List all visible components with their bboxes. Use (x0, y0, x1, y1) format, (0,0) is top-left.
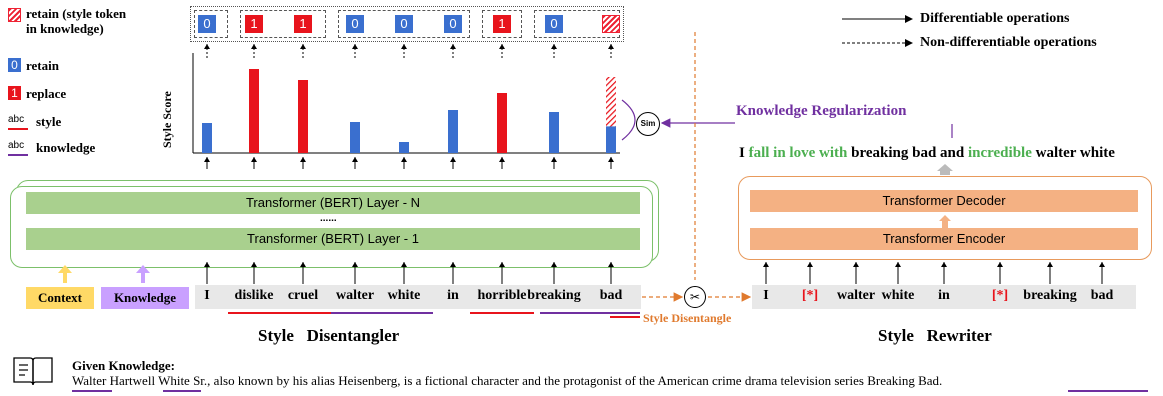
disentangler-token-bar (195, 285, 641, 309)
knowledge-input: Knowledge (101, 287, 189, 309)
legend-knowledge: knowledge (36, 140, 96, 155)
bar-in (448, 110, 458, 153)
style-disentangle-label: Style Disentangle (643, 311, 732, 325)
book-icon (13, 357, 53, 386)
bar-dislike (249, 69, 259, 153)
retain-knowledge-swatch (8, 8, 21, 22)
legend-retain: retain (26, 58, 59, 73)
mask-group-1 (194, 10, 228, 38)
mask-cell: 0 (346, 15, 364, 33)
knowledge-underline-walter-white (331, 312, 433, 314)
style-underline-sample (8, 128, 28, 130)
transformer-decoder: Transformer Decoder (750, 190, 1138, 212)
knowledge-regularization-label: Knowledge Regularization (736, 103, 907, 119)
knowledge-underline-white (163, 390, 201, 392)
rewriter-token: [*] (801, 288, 819, 303)
bert-layer-1: Transformer (BERT) Layer - 1 (26, 228, 640, 250)
bert-layer-n: Transformer (BERT) Layer - N (26, 192, 640, 214)
rewriter-title: Style Rewriter (878, 326, 992, 345)
context-input: Context (26, 287, 94, 309)
disentangler-token: horrible (477, 288, 527, 303)
rewriter-token-bar (752, 285, 1136, 309)
bar-horrible (497, 93, 507, 153)
panel-output-arrows (0, 160, 1163, 180)
mask-cell: 0 (395, 15, 413, 33)
rewriter-token: [*] (991, 288, 1009, 303)
disentangler-token: I (204, 288, 210, 303)
layer-ellipsis: ...... (320, 213, 337, 224)
mask-dashed-arrows (204, 44, 614, 58)
bar-walter (350, 122, 360, 153)
sim-node: Sim (636, 112, 660, 136)
given-knowledge-text: Walter Hartwell White Sr., also known by… (72, 373, 943, 388)
ops-legend-arrows (842, 15, 913, 47)
rewriter-token: bad (1090, 288, 1114, 303)
style-abc-sample: abc (8, 114, 25, 125)
disentangler-token: dislike (234, 288, 274, 303)
legend-replace: replace (26, 86, 67, 101)
mask-group-2 (240, 10, 326, 38)
rewriter-token: walter (836, 288, 876, 303)
rewriter-panel (738, 176, 1152, 260)
output-sentence: I fall in love with breaking bad and inc… (739, 145, 1115, 161)
bar-I (202, 123, 212, 153)
replace-swatch: 1 (8, 86, 21, 100)
non-differentiable-label: Non-differentiable operations (920, 35, 1097, 50)
differentiable-label: Differentiable operations (920, 11, 1070, 26)
rewriter-token: I (763, 288, 769, 303)
knowledge-reg-line (951, 124, 953, 138)
style-disentangle-connector (642, 30, 752, 302)
disentangler-token: walter (335, 288, 375, 303)
retain-swatch: 0 (8, 58, 21, 72)
knowledge-underline-sample (8, 154, 28, 156)
style-underline-dislike-cruel (228, 312, 332, 314)
disentangler-token: bad (599, 288, 623, 303)
style-score-chart (192, 53, 620, 169)
y-axis-label: Style Score (160, 91, 174, 148)
rewriter-token: breaking (1023, 288, 1077, 303)
disentangler-token: in (447, 288, 459, 303)
sim-connector (621, 99, 735, 141)
token-input-arrows (204, 262, 1105, 284)
mask-cell: 0 (198, 15, 216, 33)
bar-white (399, 142, 409, 153)
mask-row-outer (190, 6, 624, 42)
given-knowledge-title: Given Knowledge: (72, 358, 175, 373)
mask-cell: 1 (245, 15, 263, 33)
scissors-icon: ✂ (684, 286, 706, 308)
rewriter-internal-arrows (937, 164, 953, 228)
knowledge-underline-breaking-bad (540, 312, 640, 314)
knowledge-underline-walter (72, 390, 112, 392)
mask-group-3 (338, 10, 470, 38)
style-underline-horrible (470, 312, 534, 314)
disentangler-token: cruel (287, 288, 319, 303)
disentangler-title: Style Disentangler (258, 326, 400, 345)
disentangler-token: breaking (527, 288, 581, 303)
disentangler-token: white (387, 288, 421, 303)
transformer-encoder: Transformer Encoder (750, 228, 1138, 250)
rewriter-token: in (938, 288, 950, 303)
rewriter-token: white (881, 288, 915, 303)
bar-breaking (549, 112, 559, 153)
mask-cell: 1 (294, 15, 312, 33)
mask-cell: 0 (444, 15, 462, 33)
input-arrows-context (58, 265, 150, 283)
mask-cell: 0 (545, 15, 563, 33)
bar-cruel (298, 80, 308, 153)
mask-cell (602, 15, 620, 33)
mask-group-4 (482, 10, 522, 38)
mask-cell: 1 (493, 15, 511, 33)
knowledge-abc-sample: abc (8, 140, 25, 151)
knowledge-underline-breaking-bad-text (1068, 390, 1148, 392)
bar-base-bad (606, 126, 616, 153)
style-underline-bad (610, 316, 640, 318)
legend-style: style (36, 114, 62, 129)
bar-bad (606, 77, 616, 153)
